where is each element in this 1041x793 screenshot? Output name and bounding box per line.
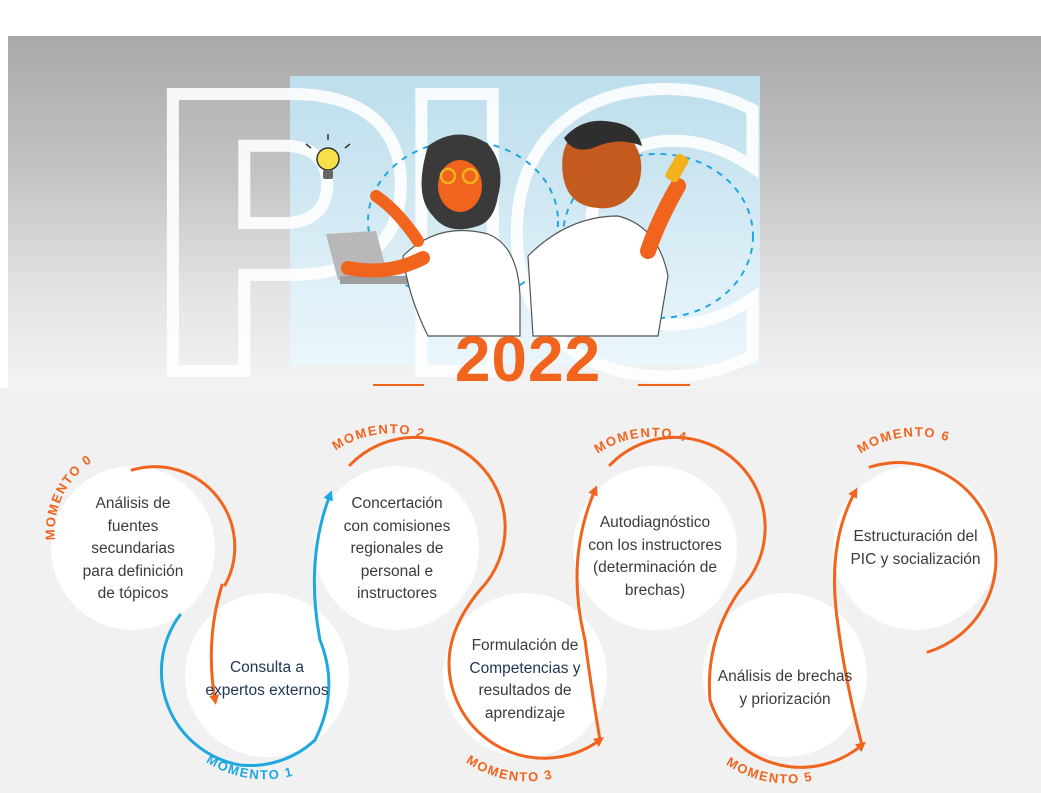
node-0-line-4: para definición bbox=[82, 562, 184, 580]
node-3-line-1: Formulación de bbox=[471, 637, 579, 654]
node-text-1: Consulta a expertos externos bbox=[197, 657, 337, 702]
arc-3-bottom bbox=[447, 588, 605, 760]
year-heading: 2022 bbox=[454, 323, 602, 395]
node-6-line-2: PIC y socialización bbox=[850, 550, 981, 568]
arc-0-down bbox=[130, 465, 237, 587]
flow-arcs bbox=[130, 435, 998, 769]
node-text-3: Formulación de Competencias y resultados… bbox=[455, 635, 595, 725]
node-0-line-5: de tópicos bbox=[97, 585, 169, 602]
moment-label-2: MOMENTO 2 bbox=[329, 421, 427, 453]
node-4-line-4: brechas) bbox=[624, 581, 686, 599]
person-man-illustration bbox=[527, 120, 689, 337]
arc-1-arrow bbox=[312, 490, 333, 742]
arc-4-top bbox=[608, 435, 767, 592]
moment-label-4: MOMENTO 4 bbox=[591, 425, 689, 457]
node-4-line-2: con los instructores bbox=[588, 536, 722, 554]
node-0-line-3: secundarias bbox=[91, 540, 175, 557]
node-2-line-5: instructores bbox=[356, 585, 438, 602]
node-circle-4 bbox=[573, 466, 737, 630]
arc-6-outer bbox=[868, 461, 998, 654]
node-text-5: Análisis de brechas y priorización bbox=[710, 666, 860, 711]
node-circles bbox=[51, 466, 997, 757]
node-2-line-4: personal e bbox=[360, 562, 434, 580]
banner: PIC bbox=[8, 36, 1041, 388]
node-circle-3 bbox=[443, 593, 607, 757]
node-4-line-3: (determinación de bbox=[592, 559, 718, 576]
node-6-line-1: Estructuración del bbox=[853, 528, 978, 545]
moment-label-6: MOMENTO 6 bbox=[854, 424, 952, 456]
banner-illustration: PIC bbox=[132, 36, 789, 388]
node-5-line-1: Análisis de brechas bbox=[717, 668, 853, 685]
node-2-line-3: regionales de bbox=[350, 540, 444, 557]
node-4-line-1: Autodiagnóstico bbox=[599, 514, 711, 531]
node-circle-2 bbox=[315, 466, 479, 630]
moment-label-1: MOMENTO 1 bbox=[204, 752, 295, 783]
node-5-line-2: y priorización bbox=[739, 690, 831, 708]
lightbulb-icon bbox=[305, 134, 351, 179]
arc-5-bottom bbox=[707, 588, 866, 769]
node-2-line-2: con comisiones bbox=[343, 517, 451, 535]
node-1-line-1: Consulta a bbox=[229, 659, 305, 676]
node-circle-5 bbox=[703, 593, 867, 757]
node-3-line-2: Competencias y bbox=[469, 659, 581, 677]
person-woman-illustration bbox=[341, 134, 521, 337]
node-0-line-1: Análisis de bbox=[95, 495, 171, 512]
moment-label-5: MOMENTO 5 bbox=[724, 754, 814, 787]
node-0-line-2: fuentes bbox=[107, 517, 159, 535]
node-3-line-3: resultados de bbox=[478, 682, 572, 699]
node-2-line-1: Concertación bbox=[351, 495, 443, 512]
arc-3-arrow bbox=[575, 485, 602, 742]
node-circle-0 bbox=[51, 466, 215, 630]
arc-5-arrow bbox=[833, 487, 864, 747]
node-text-0: Análisis de fuentes secundarias para def… bbox=[63, 493, 203, 606]
arc-1-bottom bbox=[160, 613, 317, 768]
node-circle-6 bbox=[833, 466, 997, 630]
node-text-6: Estructuración del PIC y socialización bbox=[838, 526, 993, 571]
node-text-2: Concertación con comisiones regionales d… bbox=[327, 493, 467, 606]
node-text-4: Autodiagnóstico con los instructores (de… bbox=[580, 512, 730, 602]
arc-2-top bbox=[348, 435, 507, 592]
node-1-line-2: expertos externos bbox=[205, 681, 329, 699]
node-3-line-4: aprendizaje bbox=[484, 704, 566, 722]
node-circle-1 bbox=[185, 593, 349, 757]
highlight-panel bbox=[290, 76, 760, 366]
arc-0-arrow bbox=[209, 583, 224, 705]
